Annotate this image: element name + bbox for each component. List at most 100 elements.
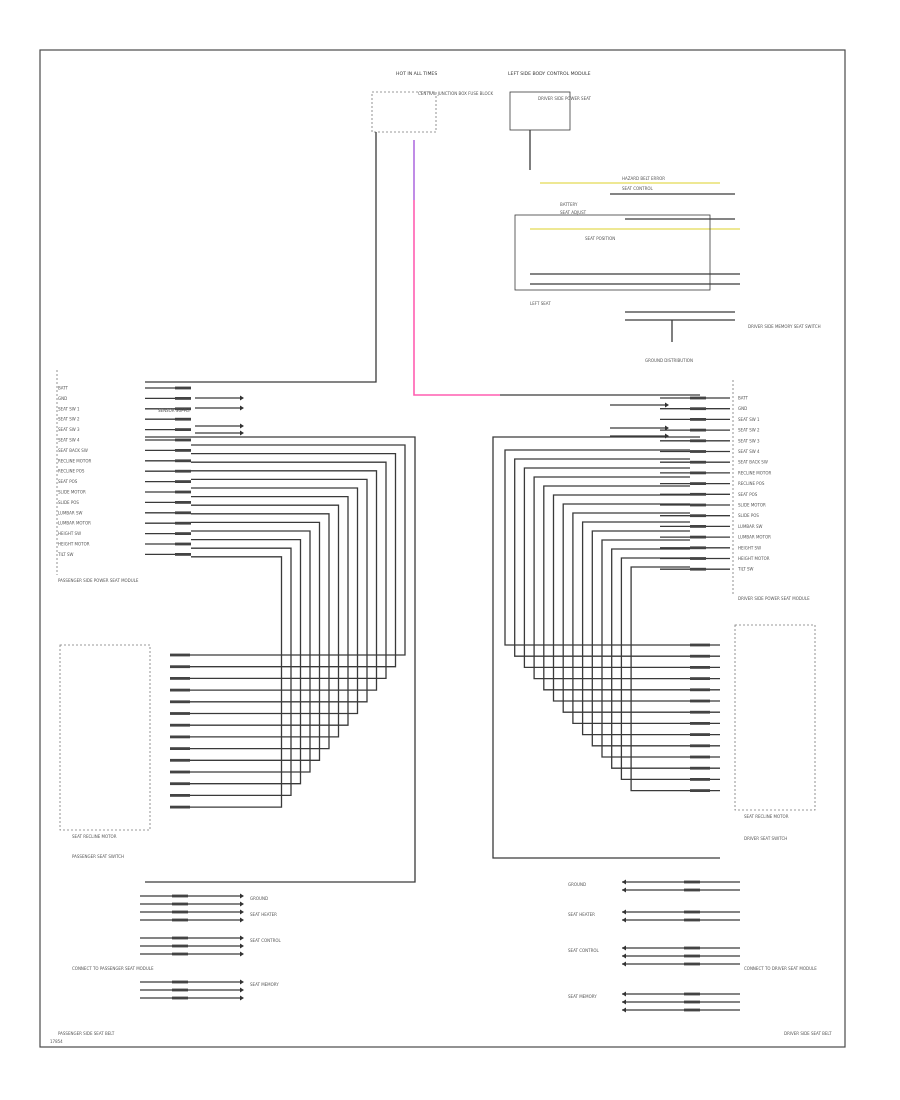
left-bundle-tag [170, 700, 190, 704]
left-switch-label: PASSENGER SEAT SWITCH [72, 854, 124, 859]
left-lower-box [59, 644, 151, 831]
right-pin-label: SEAT SW 1 [738, 417, 760, 422]
right-motor-label: SEAT RECLINE MOTOR [744, 814, 789, 819]
right-target-arrow [622, 961, 626, 967]
right-target-tag [684, 918, 700, 922]
right-pin-label: SEAT SW 4 [738, 449, 760, 454]
left-wire-color-tag [175, 449, 191, 452]
right-bundle-wire [581, 521, 720, 736]
left-target-arrow [240, 995, 244, 1001]
right-bundle-tag [690, 755, 710, 759]
left-target-tag [172, 918, 188, 922]
footer-code: 17854 [50, 1039, 63, 1044]
right-bundle-tag [690, 744, 710, 748]
right-target-arrow [622, 887, 626, 893]
right-target-arrow [622, 1007, 626, 1013]
right-target-label: GROUND [568, 882, 586, 887]
right-arrow-head [665, 433, 669, 439]
right-wire-color-tag [690, 439, 706, 443]
left-target-arrow [240, 951, 244, 957]
left-bundle-wire [170, 495, 349, 726]
left-pin-label: SEAT SW 2 [58, 417, 80, 422]
left-bundle-tag [170, 735, 190, 739]
left-bundle-tag [170, 747, 190, 750]
left-pin-label: SLIDE POS [58, 500, 79, 505]
right-target-tag [684, 1008, 700, 1012]
left-pin-label: BATT [58, 386, 69, 391]
right-target-tag [684, 880, 700, 884]
right-pin-label: TILT SW [737, 567, 754, 572]
right-bundle-tag [690, 666, 710, 669]
left-bundle-tag [170, 677, 190, 680]
memory-switch-label: DRIVER SIDE MEMORY SEAT SWITCH [748, 324, 821, 329]
left-arrow-head [240, 395, 244, 401]
left-target-label: SEAT MEMORY [250, 982, 279, 987]
right-wire-color-tag [690, 460, 706, 464]
right-wire-color-tag [690, 535, 706, 539]
right-pin-label: SEAT SW 3 [738, 438, 760, 443]
top-switch-1-box [371, 91, 437, 133]
right-pin-label: RECLINE POS [738, 481, 765, 486]
right-target-tag [684, 946, 700, 950]
left-pin-label: GND [58, 396, 67, 401]
left-bundle-tag [170, 805, 190, 809]
left-arrow-head [240, 430, 244, 436]
left-bundle-wire [170, 530, 311, 773]
right-bundle-tag [690, 710, 710, 714]
left-target-arrow [240, 917, 244, 923]
right-bundle-tag [690, 688, 710, 692]
right-bundle-tag [690, 789, 710, 792]
right-wire-color-tag [690, 557, 706, 560]
top-switch-2-desc: DRIVER SIDE POWER SEAT [538, 96, 592, 101]
right-lower-box [734, 624, 816, 811]
left-target-arrow [240, 987, 244, 993]
static-wiring [56, 91, 816, 883]
left-wire-color-tag [175, 469, 191, 473]
top-switch-1-desc: CENTRAL JUNCTION BOX FUSE BLOCK [418, 91, 493, 96]
left-bundle-wire [170, 538, 302, 785]
right-target-arrow [622, 879, 626, 885]
right-target-arrow [622, 991, 626, 997]
ground-distribution-label: GROUND DISTRIBUTION [645, 358, 693, 363]
right-top-row-4: SEAT POSITION [585, 236, 615, 241]
left-bundle-wire [170, 478, 368, 703]
left-pin-label: LUMBAR SW [58, 510, 82, 515]
left-bundle-wire [170, 556, 283, 808]
right-pin-label: SEAT SW 2 [738, 428, 760, 433]
memory-switch-box [514, 214, 711, 291]
left-pin-label: TILT SW [57, 552, 74, 557]
right-wire-color-tag [690, 407, 706, 411]
right-connector-label: CONNECT TO DRIVER SEAT MODULE [744, 966, 817, 971]
right-target-arrow [622, 945, 626, 951]
left-target-tag [172, 936, 188, 940]
left-pin-label: SEAT POS [58, 479, 78, 484]
left-wire-color-tag [175, 417, 191, 421]
wire-batt-left [145, 132, 377, 383]
left-target-arrow [240, 979, 244, 985]
left-bundle-wire [170, 547, 292, 797]
right-pin-label: BATT [738, 396, 749, 401]
left-module-name: PASSENGER SIDE POWER SEAT MODULE [58, 578, 139, 583]
left-wire-color-tag [175, 511, 191, 515]
left-target-tag [172, 910, 188, 914]
left-target-tag [172, 996, 188, 1000]
wire-left-return [145, 436, 416, 883]
left-pin-label: SEAT BACK SW [58, 448, 88, 453]
left-arrow-head [240, 405, 244, 411]
right-bundle-tag [690, 643, 710, 647]
left-target-label: SEAT CONTROL [250, 938, 282, 943]
right-top-row-2: BATTERY [560, 202, 578, 207]
left-bundle-wire [170, 470, 378, 691]
left-wire-color-tag [175, 532, 191, 535]
right-bundle-wire [533, 476, 720, 680]
right-target-tag [684, 962, 700, 966]
top-switch-2-box [509, 91, 571, 131]
left-pin-label: SEAT SW 4 [58, 438, 80, 443]
left-bundle-wire [170, 521, 321, 761]
right-target-label: SEAT HEATER [568, 912, 595, 917]
left-bundle-tag [170, 770, 190, 774]
top-switch-1-title: HOT IN ALL TIMES [396, 71, 437, 77]
wire-right-return [492, 436, 720, 859]
wire-pink [413, 200, 500, 396]
